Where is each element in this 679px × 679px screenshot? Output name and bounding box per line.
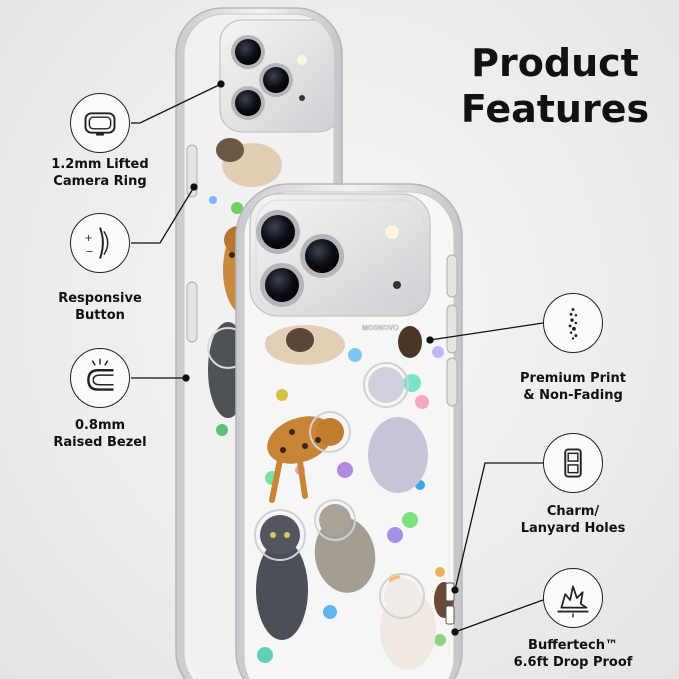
svg-text:+: + [85, 233, 93, 244]
print-dots-icon [543, 293, 603, 353]
feature-label-print: Premium Print& Non-Fading [520, 371, 626, 403]
title-line-1: Product [471, 41, 639, 85]
title-line-2: Features [460, 87, 650, 131]
front-case-cat-print [254, 325, 454, 670]
svg-text:−: − [86, 247, 94, 258]
impact-icon [543, 568, 603, 628]
camera-ring-icon [70, 93, 130, 153]
button-icon: +− [70, 213, 130, 273]
brand-logo: MOSNOVO [362, 325, 399, 332]
feature-label-lanyard: Charm/Lanyard Holes [520, 504, 626, 536]
page-title: Product Features [440, 40, 670, 132]
bezel-icon [70, 348, 130, 408]
front-case-back-view: MOSNOVO [235, 183, 463, 679]
lanyard-hole-icon [543, 433, 603, 493]
callout-lines [131, 80, 544, 636]
